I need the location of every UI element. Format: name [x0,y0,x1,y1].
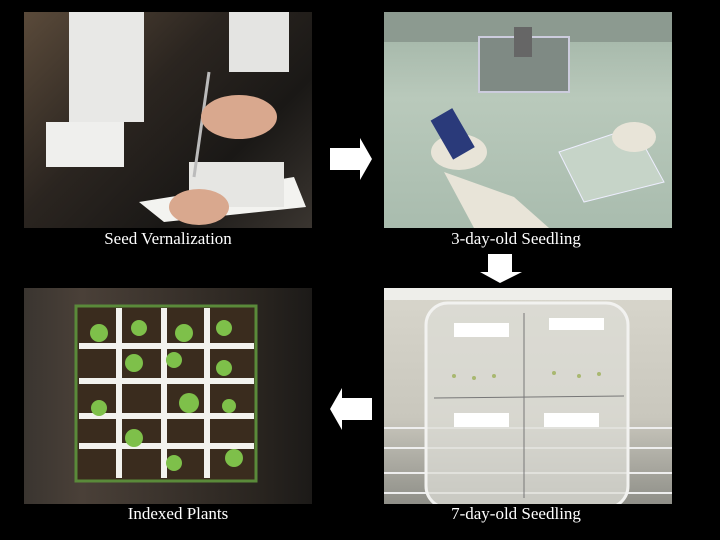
caption-3-day-old-seedling: 3-day-old Seedling [451,229,581,248]
arrow-down-icon [480,254,522,283]
indexed-plants-photo [24,288,312,504]
caption-indexed-plants: Indexed Plants [127,504,229,523]
seedling-3day-photo [384,12,672,228]
arrow-left-icon [330,388,372,430]
caption-7-day-old-seedling: 7-day-old Seedling [451,504,581,523]
seed-vernalization-photo [24,12,312,228]
arrow-right-icon [330,138,372,180]
caption-seed-vernalization: Seed Vernalization [104,229,232,248]
seedling-7day-photo [384,288,672,504]
